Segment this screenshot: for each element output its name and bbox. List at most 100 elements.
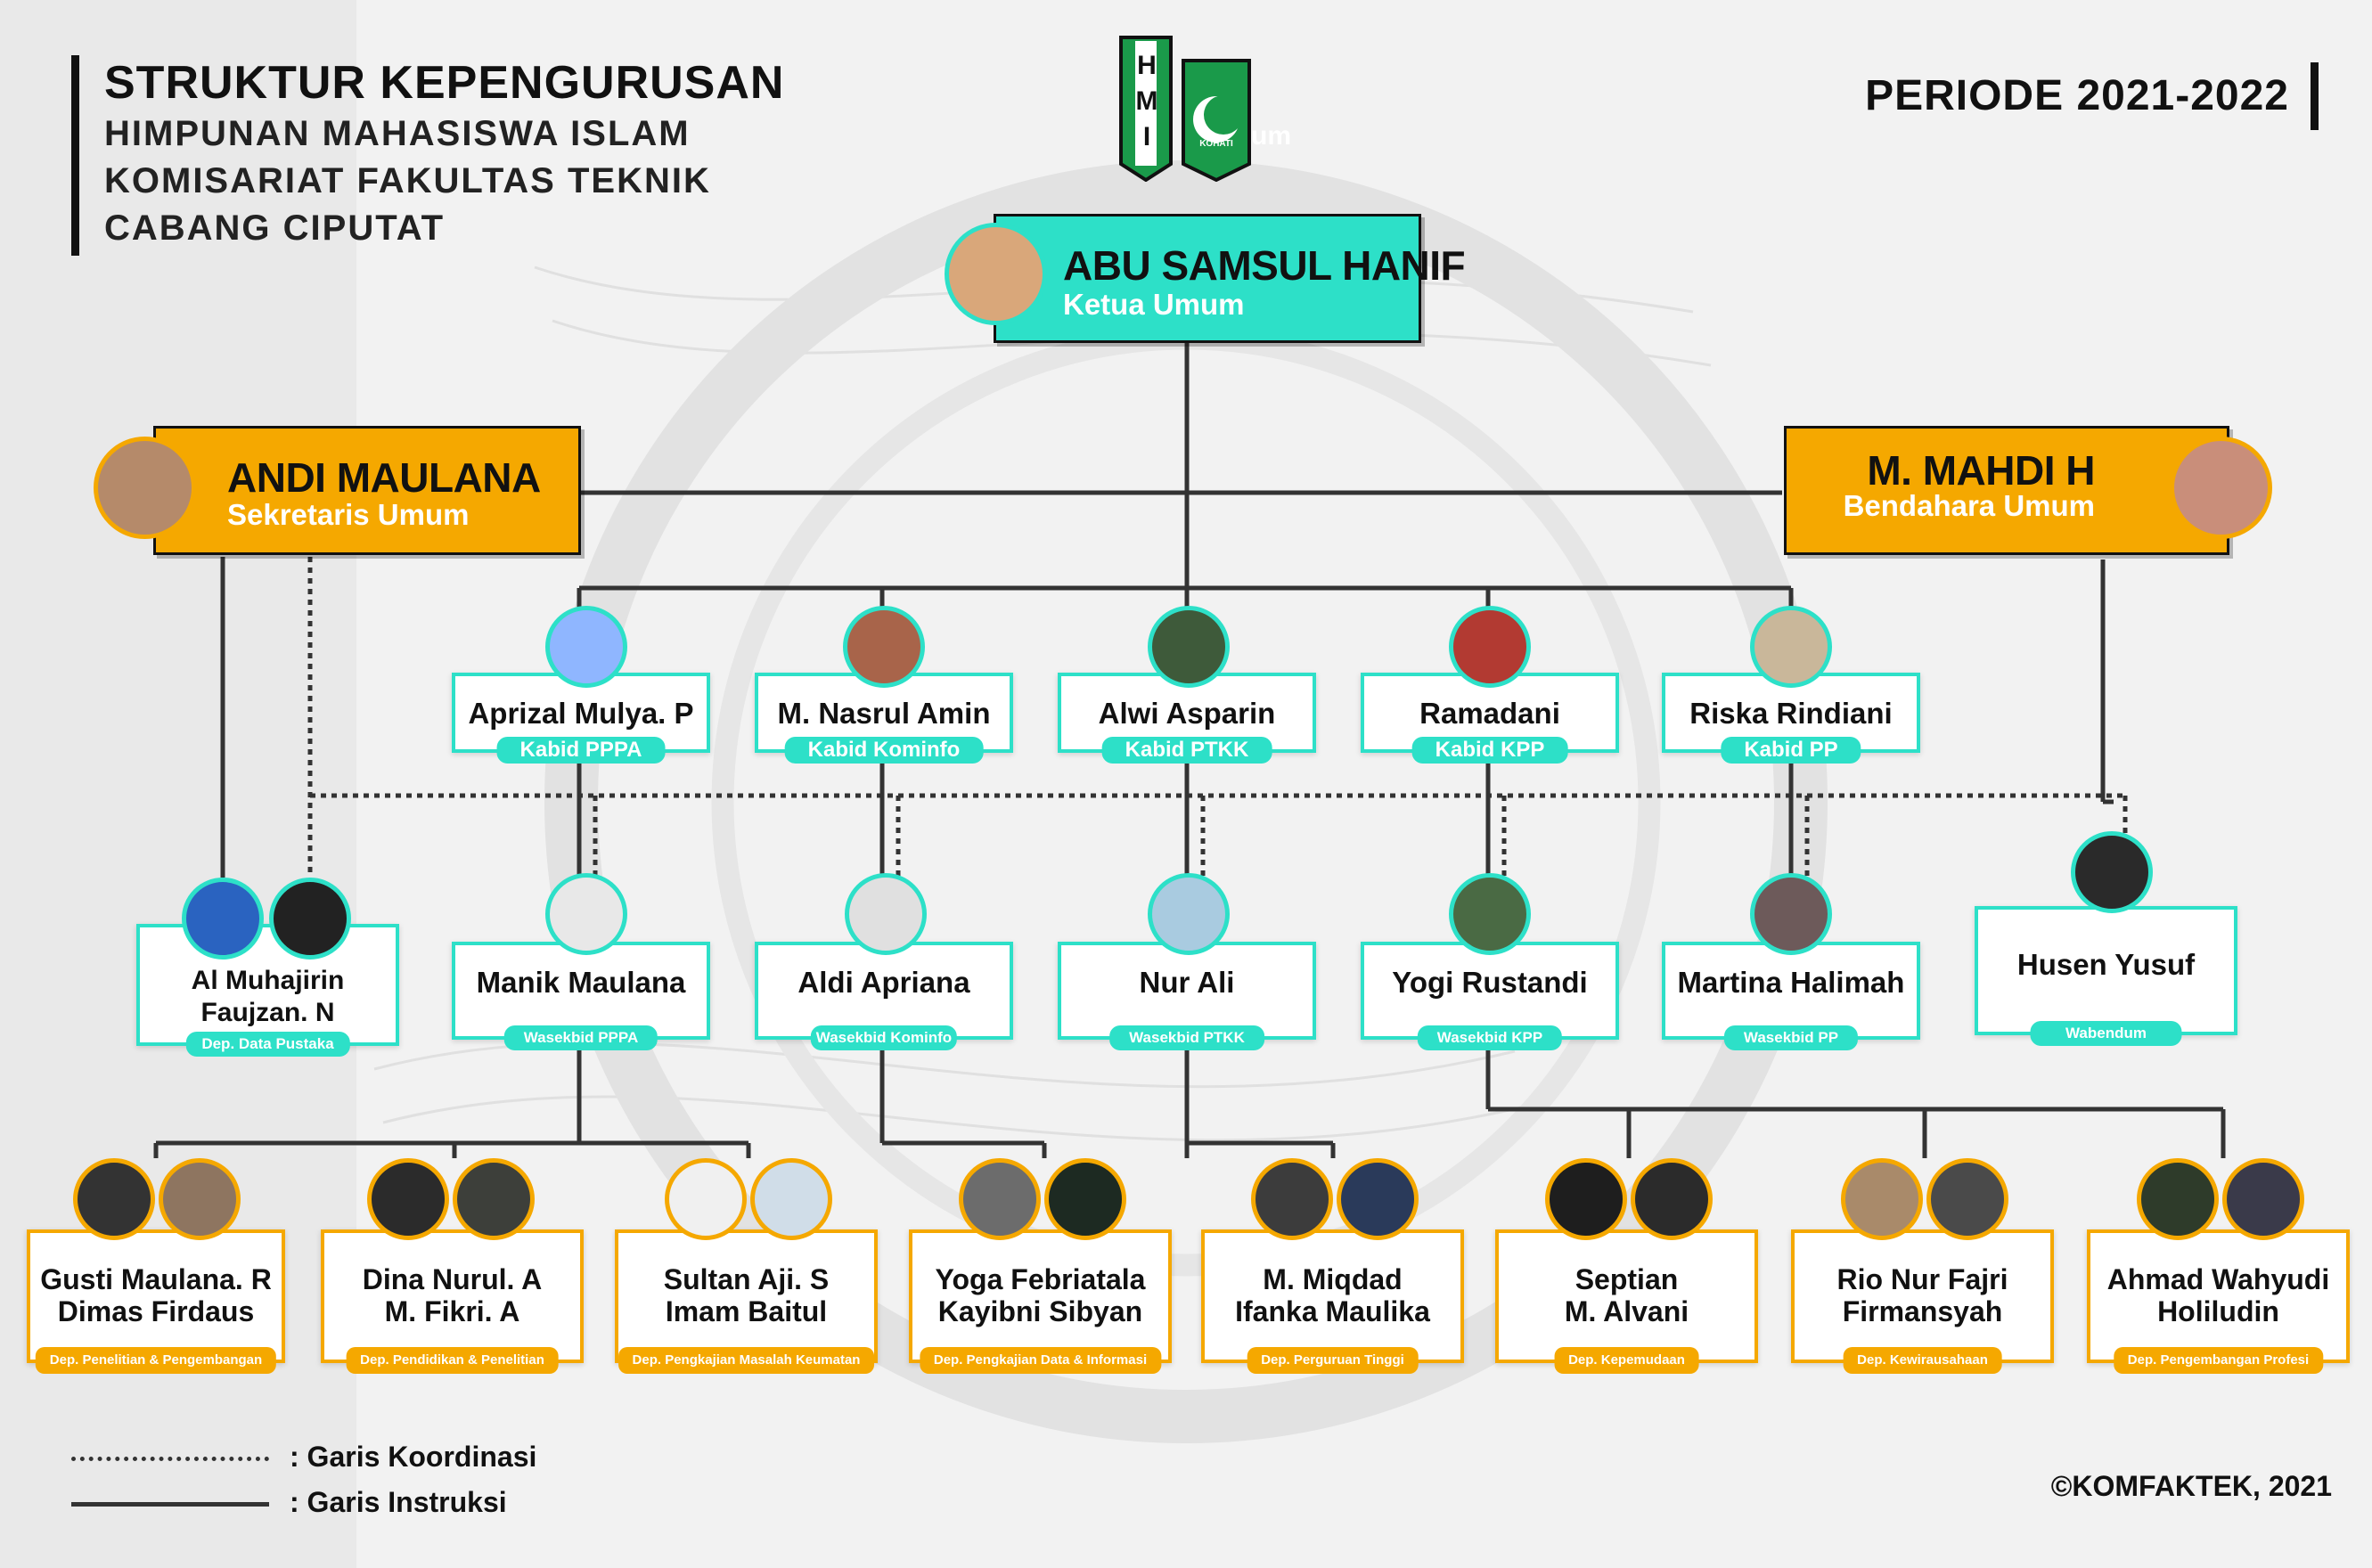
- legend-solid-label: : Garis Instruksi: [290, 1486, 507, 1518]
- avatar: [159, 1158, 241, 1240]
- department-names: Rio Nur Fajri Firmansyah: [1836, 1263, 2008, 1327]
- logo-letter-i: I: [1142, 122, 1151, 151]
- avatar: [1449, 606, 1531, 688]
- legend-dotted-label: : Garis Koordinasi: [290, 1441, 537, 1473]
- kabid-role: Kabid Kominfo: [784, 737, 984, 764]
- org-branch: CABANG CIPUTAT: [104, 208, 446, 248]
- avatar: [2071, 831, 2153, 913]
- kabid-name: M. Nasrul Amin: [777, 697, 991, 730]
- copyright: ©KOMFAKTEK, 2021: [2050, 1470, 2332, 1502]
- avatar: [2137, 1158, 2219, 1240]
- avatar: [1044, 1158, 1126, 1240]
- avatar: [182, 878, 264, 960]
- avatar: [845, 873, 927, 955]
- department-names: Yoga Febriatala Kayibni Sibyan: [935, 1263, 1146, 1327]
- bendahara-umum-card: M. MAHDI H Bendahara Umum: [1784, 426, 2229, 555]
- mid-role: Wasekbid Kominfo: [810, 1025, 958, 1050]
- sekretaris-umum-card: ANDI MAULANA Sekretaris Umum: [153, 426, 581, 555]
- kabid-role: Kabid PPPA: [496, 737, 666, 764]
- logo-letter-h: H: [1137, 51, 1157, 80]
- logo-kohati-text: KOHATI: [1199, 139, 1233, 149]
- avatar: [1926, 1158, 2008, 1240]
- kabid-name: Alwi Asparin: [1098, 697, 1276, 730]
- bendahara-role: Bendahara Umum: [1843, 489, 2095, 522]
- department-names: M. Miqdad Ifanka Maulika: [1235, 1263, 1430, 1327]
- bendahara-name: M. MAHDI H: [1867, 447, 2095, 494]
- dotted-line-swatch: [71, 1457, 269, 1461]
- department-label: Dep. Pendidikan & Penelitian: [346, 1347, 559, 1374]
- mid-name: Manik Maulana: [476, 966, 686, 999]
- avatar: [453, 1158, 535, 1240]
- avatar: [73, 1158, 155, 1240]
- org-commissariat: KOMISARIAT FAKULTAS TEKNIK: [104, 161, 711, 200]
- avatar: [959, 1158, 1041, 1240]
- mid-role: Wasekbid KPP: [1417, 1025, 1563, 1050]
- avatar: [367, 1158, 449, 1240]
- mid-role: Wabendum: [2030, 1021, 2182, 1046]
- department-names: Gusti Maulana. R Dimas Firdaus: [40, 1263, 272, 1327]
- department-names: Dina Nurul. A M. Fikri. A: [362, 1263, 543, 1327]
- avatar: [1750, 873, 1832, 955]
- mid-name: Yogi Rustandi: [1392, 966, 1588, 999]
- mid-role: Wasekbid PTKK: [1109, 1025, 1264, 1050]
- avatar: [1148, 606, 1230, 688]
- department-label: Dep. Perguruan Tinggi: [1247, 1347, 1419, 1374]
- department-label: Dep. Pengembangan Profesi: [2113, 1347, 2324, 1374]
- department-names: Ahmad Wahyudi Holiludin: [2106, 1263, 2330, 1327]
- kabid-role: Kabid KPP: [1411, 737, 1568, 764]
- mid-role: Wasekbid PP: [1723, 1025, 1859, 1050]
- avatar: [2170, 437, 2272, 539]
- sekretaris-role: Sekretaris Umum: [227, 498, 470, 531]
- avatar: [843, 606, 925, 688]
- mid-name: Nur Ali: [1139, 966, 1235, 999]
- mid-role: Wasekbid PPPA: [503, 1025, 658, 1050]
- mid-name: Al Muhajirin Faujzan. N: [191, 966, 345, 1027]
- department-label: Dep. Kepemudaan: [1554, 1347, 1699, 1374]
- avatar: [750, 1158, 832, 1240]
- kabid-role: Kabid PTKK: [1101, 737, 1272, 764]
- avatar: [665, 1158, 747, 1240]
- kabid-name: Ramadani: [1419, 697, 1560, 730]
- ketua-role: Ketua Umum: [1063, 288, 1245, 321]
- mid-name: Aldi Apriana: [797, 966, 970, 999]
- logo-shield-icon: [1119, 36, 1251, 183]
- ketua-name: ABU SAMSUL HANIF: [1063, 242, 1466, 289]
- department-names: Sultan Aji. S Imam Baitul: [663, 1263, 830, 1327]
- hmi-kohati-logo: H M I KOHATI um: [1116, 30, 1312, 183]
- department-names: Septian M. Alvani: [1564, 1263, 1689, 1327]
- avatar: [545, 606, 627, 688]
- avatar: [1750, 606, 1832, 688]
- avatar: [1841, 1158, 1923, 1240]
- avatar: [1545, 1158, 1627, 1240]
- kabid-name: Riska Rindiani: [1689, 697, 1893, 730]
- kabid-role: Kabid PP: [1721, 737, 1861, 764]
- avatar: [94, 437, 196, 539]
- department-label: Dep. Kewirausahaan: [1843, 1347, 2002, 1374]
- avatar: [2222, 1158, 2304, 1240]
- period-label: PERIODE 2021-2022: [1865, 62, 2319, 130]
- solid-line-swatch: [71, 1502, 269, 1507]
- mid-name: Husen Yusuf: [2016, 948, 2196, 981]
- avatar: [1337, 1158, 1419, 1240]
- kabid-name: Aprizal Mulya. P: [468, 697, 694, 730]
- avatar: [269, 878, 351, 960]
- header-block: STRUKTUR KEPENGURUSAN HIMPUNAN MAHASISWA…: [71, 55, 784, 256]
- avatar: [545, 873, 627, 955]
- mid-role: Dep. Data Pustaka: [185, 1032, 350, 1057]
- logo-letter-m: M: [1135, 86, 1158, 116]
- department-label: Dep. Penelitian & Pengembangan: [35, 1347, 277, 1374]
- avatar: [1251, 1158, 1333, 1240]
